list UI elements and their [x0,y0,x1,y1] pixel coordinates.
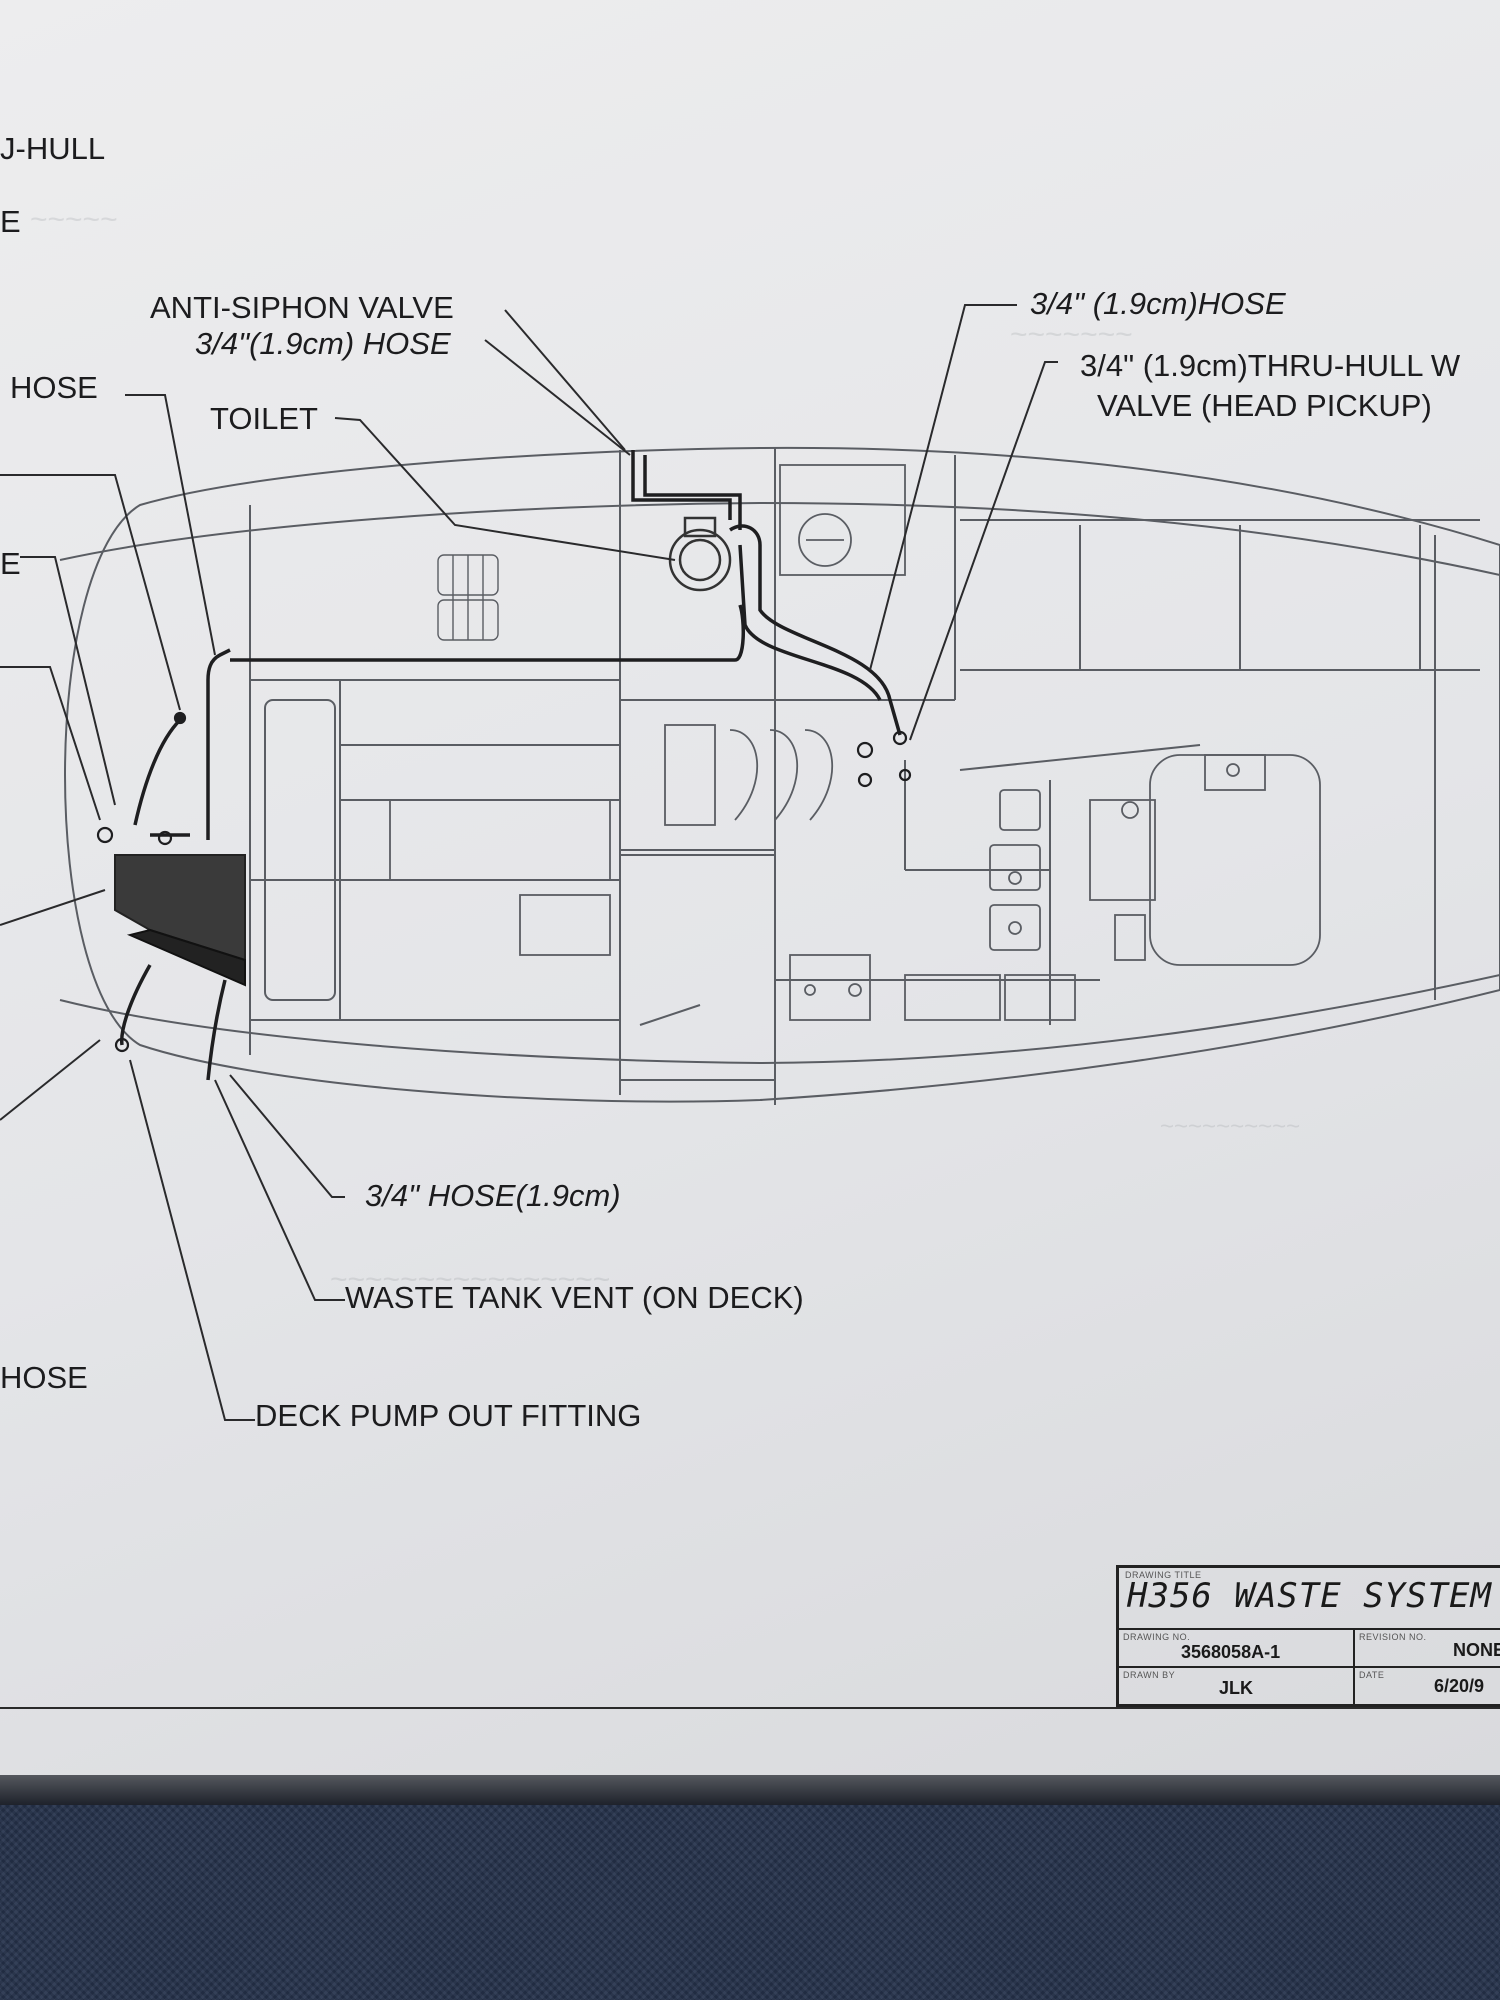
label-hose-3-4-b: 3/4" (1.9cm)HOSE [1030,286,1286,321]
title-block: DRAWING TITLE H356 WASTE SYSTEM LA DRAWI… [1116,1565,1500,1707]
fixtures [798,513,1240,997]
label-hose: HOSE [10,370,98,405]
label-anti-siphon-valve: ANTI-SIPHON VALVE [150,290,454,325]
hull-outline [64,446,1500,1103]
hatch-grid [437,554,499,641]
ghost-text: ~~~~~~~~~~~~~~~~ [330,1263,611,1296]
berth-cushion [264,699,336,1001]
drawing-date: 6/20/9 [1434,1676,1485,1696]
drawing-sheet: ~~~~~ ~~~~~~~ ~~~~~~~~~~ ~~~~~~~~~~~~~~~… [0,0,1500,1775]
label-thru-hull-valve: 3/4" (1.9cm)THRU-HULL W [1080,348,1461,383]
title-caption: DRAWING TITLE [1125,1570,1202,1580]
drawn-by: JLK [1219,1678,1254,1698]
cabinets [389,464,1321,1021]
settee [619,854,776,1081]
drawn-by-caption: DRAWN BY [1123,1670,1176,1680]
label-head-pickup: VALVE (HEAD PICKUP) [1097,388,1432,423]
label-toilet: TOILET [210,401,318,436]
drawing-no-caption: DRAWING NO. [1123,1632,1191,1642]
ghost-text: ~~~~~~~~~~ [1160,1113,1301,1140]
label-hose-bottom: HOSE [0,1360,88,1395]
drawing-title: H356 WASTE SYSTEM LA [1127,1576,1500,1616]
revision-caption: REVISION NO. [1359,1632,1427,1642]
waste-tank [114,854,246,987]
date-caption: DATE [1359,1670,1385,1680]
label-waste-tank-vent: WASTE TANK VENT (ON DECK) [345,1280,804,1315]
bulkheads [249,448,1480,1105]
settee-cushions [729,729,834,821]
label-deck-pump-out: DECK PUMP OUT FITTING [255,1398,642,1433]
toilet-symbol [668,516,732,592]
border-line [0,1707,1500,1709]
drawing-number: 3568058A-1 [1181,1642,1281,1662]
label-truncated: E [0,204,21,239]
label-truncated: E [0,546,21,581]
title-divider [1119,1628,1500,1630]
ghost-text: ~~~~~ [30,203,118,236]
sheet-edge-shadow [0,1775,1500,1805]
fabric-background [0,1805,1500,2000]
title-divider [1353,1628,1355,1704]
ghost-text: ~~~~~~~ [1010,318,1133,351]
label-hose-3-4-a: 3/4"(1.9cm) HOSE [195,326,451,361]
label-thru-hull-truncated: J-HULL [0,131,106,166]
label-hose-3-4-c: 3/4" HOSE(1.9cm) [365,1178,621,1213]
leader-lines [0,304,1058,1421]
revision-number: NONE [1453,1640,1500,1660]
title-divider [1119,1666,1500,1668]
waste-system-diagram [0,304,1500,1421]
fittings [96,711,912,1053]
hoses [120,450,902,1081]
